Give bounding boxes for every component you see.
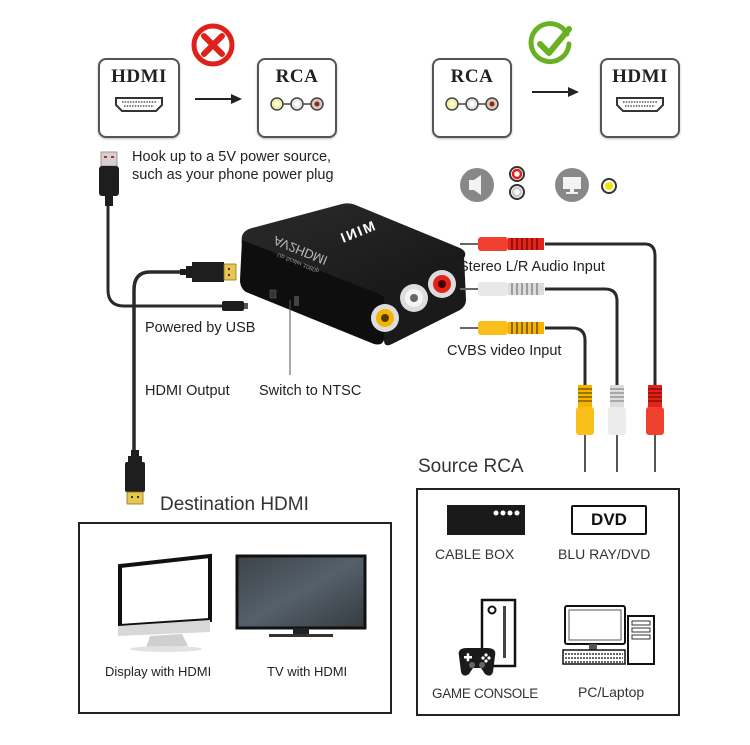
hdmi-label: HDMI (111, 66, 167, 87)
tv-with-hdmi-label: TV with HDMI (267, 664, 348, 679)
display-with-hdmi-label: Display with HDMI (105, 664, 212, 679)
power-note-line2: such as your phone power plug (132, 167, 334, 183)
hdmi-plug-icon (180, 262, 237, 282)
rca-label: RCA (450, 66, 494, 87)
arrow-icon (532, 87, 579, 97)
destination-panel: Display with HDMI TV with HDMI (78, 522, 392, 714)
rca-plug-red (460, 237, 544, 251)
rca-red-white-icon (509, 166, 525, 200)
rca-plug-red-vertical (646, 385, 664, 472)
arrow-icon (195, 94, 242, 104)
rca-plug-yellow-vertical (576, 385, 594, 472)
x-circle-icon (191, 23, 235, 67)
source-panel: DVD CABLE BOX BLU RAY/DVD GAME CONSOLE P… (416, 488, 680, 716)
rca-plug-white-vertical (608, 385, 626, 472)
rca-source-box: RCA (432, 58, 512, 138)
cable-box-icon (447, 505, 525, 535)
av2hdmi-converter (240, 203, 466, 346)
hdmi-plug-icon (125, 450, 145, 505)
stereo-audio-label: Stereo L/R Audio Input (459, 259, 605, 275)
hdmi-port-icon (115, 97, 163, 112)
hdmi-source-box: HDMI (98, 58, 180, 138)
pc-icon (562, 605, 655, 665)
switch-ntsc-label: Switch to NTSC (259, 383, 362, 399)
rca-plug-yellow (460, 321, 544, 335)
usb-plug-icon (99, 151, 119, 206)
game-console-icon (458, 598, 517, 676)
rca-ports-icon (270, 97, 324, 111)
speaker-icon (460, 168, 494, 202)
rca-label: RCA (275, 66, 319, 87)
destination-heading: Destination HDMI (160, 494, 309, 515)
hdmi-label: HDMI (612, 66, 668, 87)
pc-laptop-label: PC/Laptop (578, 684, 645, 700)
dvd-icon: DVD (571, 505, 647, 535)
rca-target-box: RCA (257, 58, 337, 138)
rca-ports-icon (445, 97, 499, 111)
cvbs-video-label: CVBS video Input (447, 343, 562, 359)
rca-plug-white (460, 282, 544, 296)
hdmi-target-box: HDMI (600, 58, 680, 138)
check-circle-icon (528, 21, 572, 65)
cable-box-label: CABLE BOX (435, 546, 515, 562)
hdmi-port-icon (616, 97, 664, 112)
powered-by-usb-label: Powered by USB (145, 320, 256, 336)
source-heading: Source RCA (418, 456, 524, 477)
power-plug-icon (222, 301, 248, 311)
switch-callout-line (289, 300, 291, 375)
blu-ray-dvd-label: BLU RAY/DVD (558, 546, 651, 562)
monitor-icon (555, 168, 589, 202)
game-console-label: GAME CONSOLE (432, 686, 538, 701)
monitor-icon (118, 553, 212, 652)
tv-icon (235, 554, 367, 637)
rca-yellow-icon (601, 178, 617, 194)
power-note-line1: Hook up to a 5V power source, (132, 149, 332, 165)
hdmi-output-label: HDMI Output (145, 383, 230, 399)
